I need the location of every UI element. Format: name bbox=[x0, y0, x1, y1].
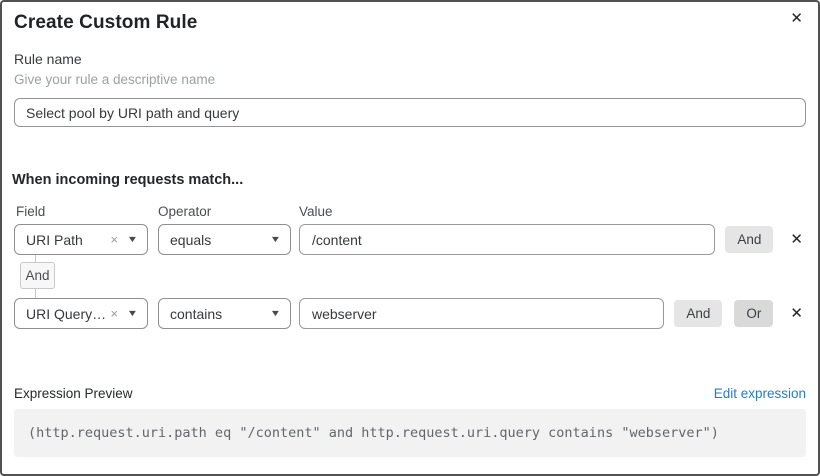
condition-column-labels: Field Operator Value bbox=[14, 204, 806, 219]
and-button[interactable]: And bbox=[725, 226, 774, 253]
clear-icon[interactable]: × bbox=[110, 306, 119, 321]
field-select-value: URI Path bbox=[26, 231, 83, 248]
operator-select[interactable]: equals ▼ bbox=[158, 224, 291, 255]
chevron-down-icon: ▼ bbox=[126, 308, 139, 318]
field-select[interactable]: URI Path × ▼ bbox=[14, 224, 148, 255]
operator-column-label: Operator bbox=[158, 204, 212, 219]
expression-code-block: (http.request.uri.path eq "/content" and… bbox=[14, 409, 806, 457]
expression-preview-header: Expression Preview Edit expression bbox=[14, 386, 806, 401]
clear-icon[interactable]: × bbox=[110, 232, 119, 247]
operator-select[interactable]: contains ▼ bbox=[158, 298, 291, 329]
match-heading: When incoming requests match... bbox=[12, 172, 244, 188]
edit-expression-link[interactable]: Edit expression bbox=[713, 386, 806, 401]
value-input[interactable] bbox=[299, 298, 665, 329]
condition-row: URI Query St... × ▼ contains ▼ And Or ✕ bbox=[14, 298, 806, 329]
chevron-down-icon: ▼ bbox=[126, 234, 139, 244]
expression-preview-label: Expression Preview bbox=[14, 386, 133, 401]
condition-row: URI Path × ▼ equals ▼ And ✕ bbox=[14, 224, 806, 255]
field-column-label: Field bbox=[16, 204, 46, 219]
page-title: Create Custom Rule bbox=[14, 12, 198, 33]
value-column-label: Value bbox=[299, 204, 333, 219]
connector-line bbox=[35, 255, 36, 262]
and-connector-badge: And bbox=[20, 262, 55, 289]
connector-line bbox=[35, 289, 36, 298]
chevron-down-icon: ▼ bbox=[269, 234, 282, 244]
operator-select-value: contains bbox=[170, 305, 223, 322]
close-icon[interactable]: ✕ bbox=[790, 10, 803, 27]
value-input[interactable] bbox=[299, 224, 716, 255]
rule-name-input[interactable] bbox=[14, 98, 806, 127]
rule-name-hint: Give your rule a descriptive name bbox=[14, 72, 216, 87]
condition-connector: And bbox=[14, 255, 806, 298]
delete-condition-icon[interactable]: ✕ bbox=[790, 231, 803, 248]
and-button[interactable]: And bbox=[674, 300, 723, 327]
operator-select-value: equals bbox=[170, 231, 212, 248]
or-button[interactable]: Or bbox=[734, 300, 774, 327]
chevron-down-icon: ▼ bbox=[269, 308, 282, 318]
field-select[interactable]: URI Query St... × ▼ bbox=[14, 298, 148, 329]
field-select-value: URI Query St... bbox=[26, 305, 110, 322]
rule-name-label: Rule name bbox=[14, 51, 82, 67]
delete-condition-icon[interactable]: ✕ bbox=[790, 305, 803, 322]
